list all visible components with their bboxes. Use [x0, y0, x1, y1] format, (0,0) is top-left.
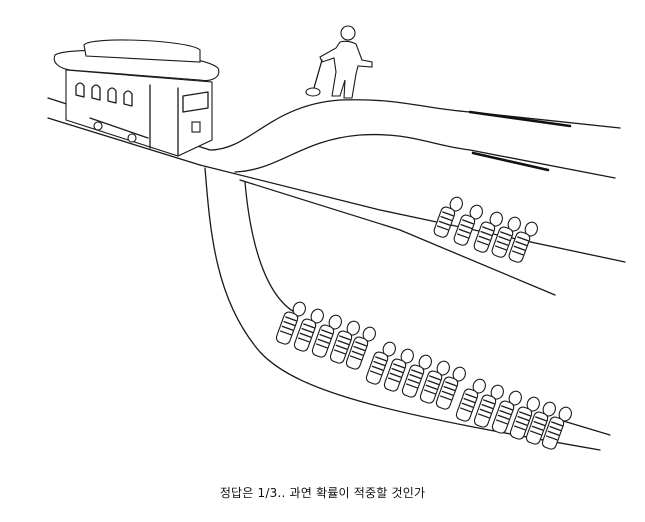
- lever-operator: [305, 25, 373, 99]
- bottom-track: [204, 167, 611, 451]
- people-middle-track: [433, 196, 538, 263]
- person: [473, 211, 503, 253]
- person: [433, 196, 463, 238]
- people-bottom-track: [275, 301, 572, 450]
- person: [453, 204, 483, 246]
- trolley-problem-illustration: [47, 25, 626, 451]
- caption: 정답은 1/3.. 과연 확률이 적중할 것인가: [219, 486, 426, 500]
- trolley: [53, 39, 220, 157]
- middle-track: [199, 164, 626, 296]
- trolley-windows: [75, 82, 209, 113]
- person: [491, 216, 521, 258]
- person: [508, 221, 538, 263]
- top-track: [209, 99, 621, 179]
